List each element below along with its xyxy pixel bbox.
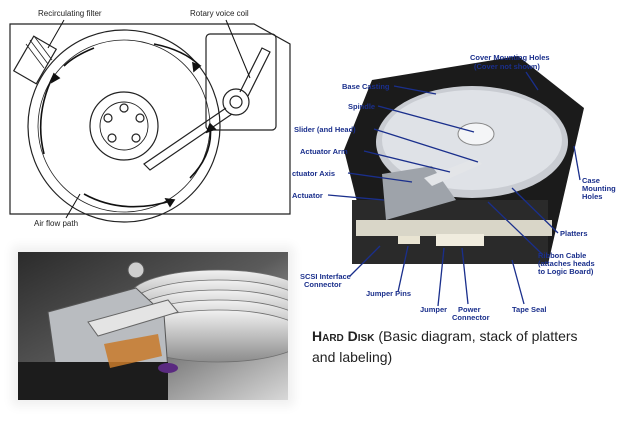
label-jumper: Jumper xyxy=(420,305,447,314)
schematic-platter-outer xyxy=(27,29,221,223)
drive-base xyxy=(18,362,168,400)
schematic-casing xyxy=(9,23,291,215)
label-platters: Platters xyxy=(560,229,588,238)
pointer-airflow xyxy=(65,193,81,219)
label-jumper-pins: Jumper Pins xyxy=(366,289,411,298)
pointer-coil xyxy=(225,19,251,79)
spindle-screws xyxy=(103,103,145,143)
label-cover-mounting-holes: Cover Mounting Holes xyxy=(470,53,550,62)
actuator-arm xyxy=(143,107,233,171)
platter-stack xyxy=(129,269,288,363)
actuator-pivot xyxy=(222,88,250,116)
actuator-arm xyxy=(424,158,482,186)
label-tape-seal: Tape Seal xyxy=(512,305,546,314)
label-slider: Slider (and Head) xyxy=(294,125,356,134)
label-recirculating-filter: Recirculating filter xyxy=(38,9,102,18)
label-actuator-arm: Actuator Arm xyxy=(300,147,348,156)
caption-text: (Basic diagram, stack of platters and la… xyxy=(312,328,578,365)
hdd-platter-stack-photo xyxy=(18,252,288,400)
power-connector xyxy=(436,234,484,246)
pointer-filter xyxy=(47,19,65,49)
label-power: Power xyxy=(458,305,481,314)
label-scsi-connector: Connector xyxy=(304,280,342,289)
label-rotary-voice-coil: Rotary voice coil xyxy=(190,9,249,18)
voice-coil-housing xyxy=(205,33,277,131)
actuator-arm xyxy=(87,299,179,337)
label-air-flow-path: Air flow path xyxy=(34,219,78,228)
callout-lines xyxy=(327,71,581,307)
label-spindle: Spindle xyxy=(348,102,375,111)
label-power-connector: Connector xyxy=(452,313,490,322)
label-scsi-interface: SCSI Interface xyxy=(300,272,351,281)
screw xyxy=(127,261,145,279)
label-ribbon-cable: Ribbon Cable xyxy=(538,251,586,260)
ribbon-cable xyxy=(104,334,162,368)
label-cover-not-shown: (Cover not shown) xyxy=(474,62,540,71)
caption-title: Hard Disk xyxy=(312,328,375,344)
spindle xyxy=(457,122,495,146)
label-case-mounting-holes-2: Mounting xyxy=(582,184,616,193)
recirculating-filter xyxy=(12,35,58,85)
label-base-casting: Base Casting xyxy=(342,82,390,91)
label-actuator-axis: ctuator Axis xyxy=(292,169,335,178)
label-ribbon-cable-note-1: (attaches heads xyxy=(538,259,595,268)
hdd-labeled-diagram: Cover Mounting Holes (Cover not shown) B… xyxy=(292,53,616,322)
label-ribbon-cable-note-2: to Logic Board) xyxy=(538,267,594,276)
hdd-schematic: Recirculating filter Rotary voice coil A… xyxy=(9,9,291,228)
airflow-arrows xyxy=(39,43,217,208)
label-case-mounting-holes-3: Holes xyxy=(582,192,602,201)
schematic-spindle-hub xyxy=(89,91,159,161)
drive-front-edge xyxy=(356,220,552,236)
diagram-caption: Hard Disk (Basic diagram, stack of platt… xyxy=(312,326,602,368)
label-case-mounting-holes-1: Case xyxy=(582,176,600,185)
connector xyxy=(158,363,178,373)
label-actuator: Actuator xyxy=(292,191,323,200)
